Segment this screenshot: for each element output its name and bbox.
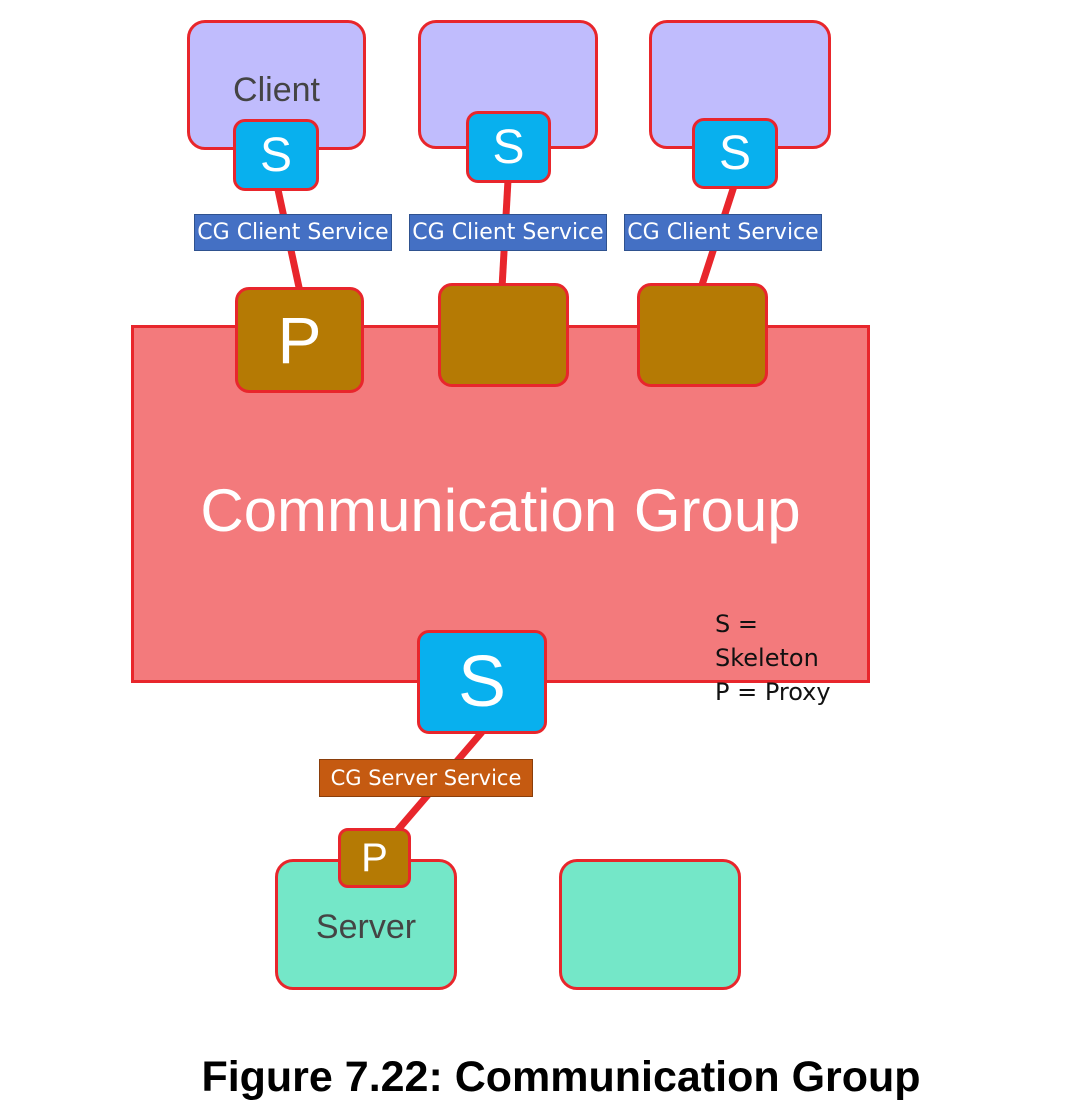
legend: S = Skeleton P = Proxy <box>715 607 867 709</box>
communication-group-title: Communication Group <box>200 477 801 544</box>
figure-caption: Figure 7.22: Communication Group <box>201 1053 921 1101</box>
legend-proxy: P = Proxy <box>715 678 831 706</box>
group-proxy-2 <box>438 283 569 387</box>
client-node-label: Client <box>233 71 320 109</box>
client-service-label-1: CG Client Service <box>194 214 392 251</box>
server-node-label: Server <box>315 908 417 946</box>
server-proxy: P <box>338 828 411 888</box>
client-service-label-3: CG Client Service <box>624 214 822 251</box>
client-skeleton-3: S <box>692 118 778 189</box>
group-proxy-1: P <box>235 287 364 393</box>
legend-skeleton: S = Skeleton <box>715 610 819 672</box>
client-skeleton-1: S <box>233 119 319 191</box>
client-node-1: Client <box>187 20 366 150</box>
group-skeleton: S <box>417 630 547 734</box>
client-service-label-2: CG Client Service <box>409 214 607 251</box>
client-skeleton-2: S <box>466 111 551 183</box>
group-proxy-3 <box>637 283 768 387</box>
server-node-2 <box>559 859 741 990</box>
server-service-label: CG Server Service <box>319 759 533 797</box>
